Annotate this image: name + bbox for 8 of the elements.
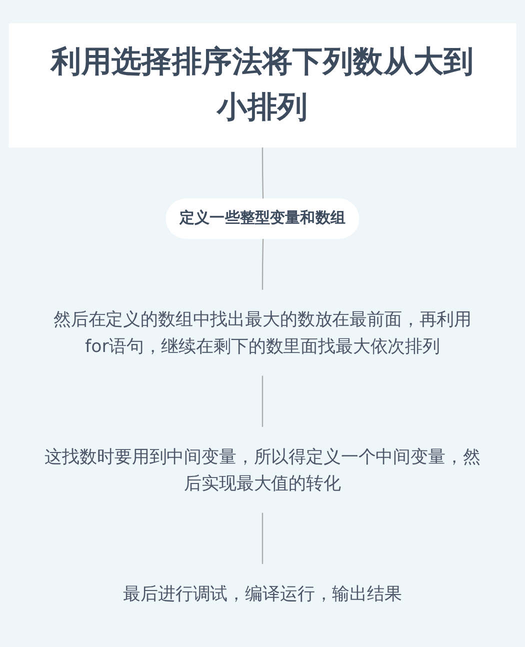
node-text: 最后进行调试，编译运行，输出结果	[123, 583, 402, 604]
connector	[262, 146, 264, 200]
node-box: 利用选择排序法将下列数从大到小排列	[8, 23, 516, 148]
connector	[262, 238, 264, 290]
node-text: 这找数时要用到中间变量，所以得定义一个中间变量，然后实现最大值的转化	[44, 446, 480, 494]
node-text: 然后在定义的数组中找出最大的数放在最前面，再利用for语句，继续在剩下的数里面找最大依次排列	[53, 308, 472, 356]
connector	[262, 375, 264, 428]
connector	[262, 512, 264, 564]
